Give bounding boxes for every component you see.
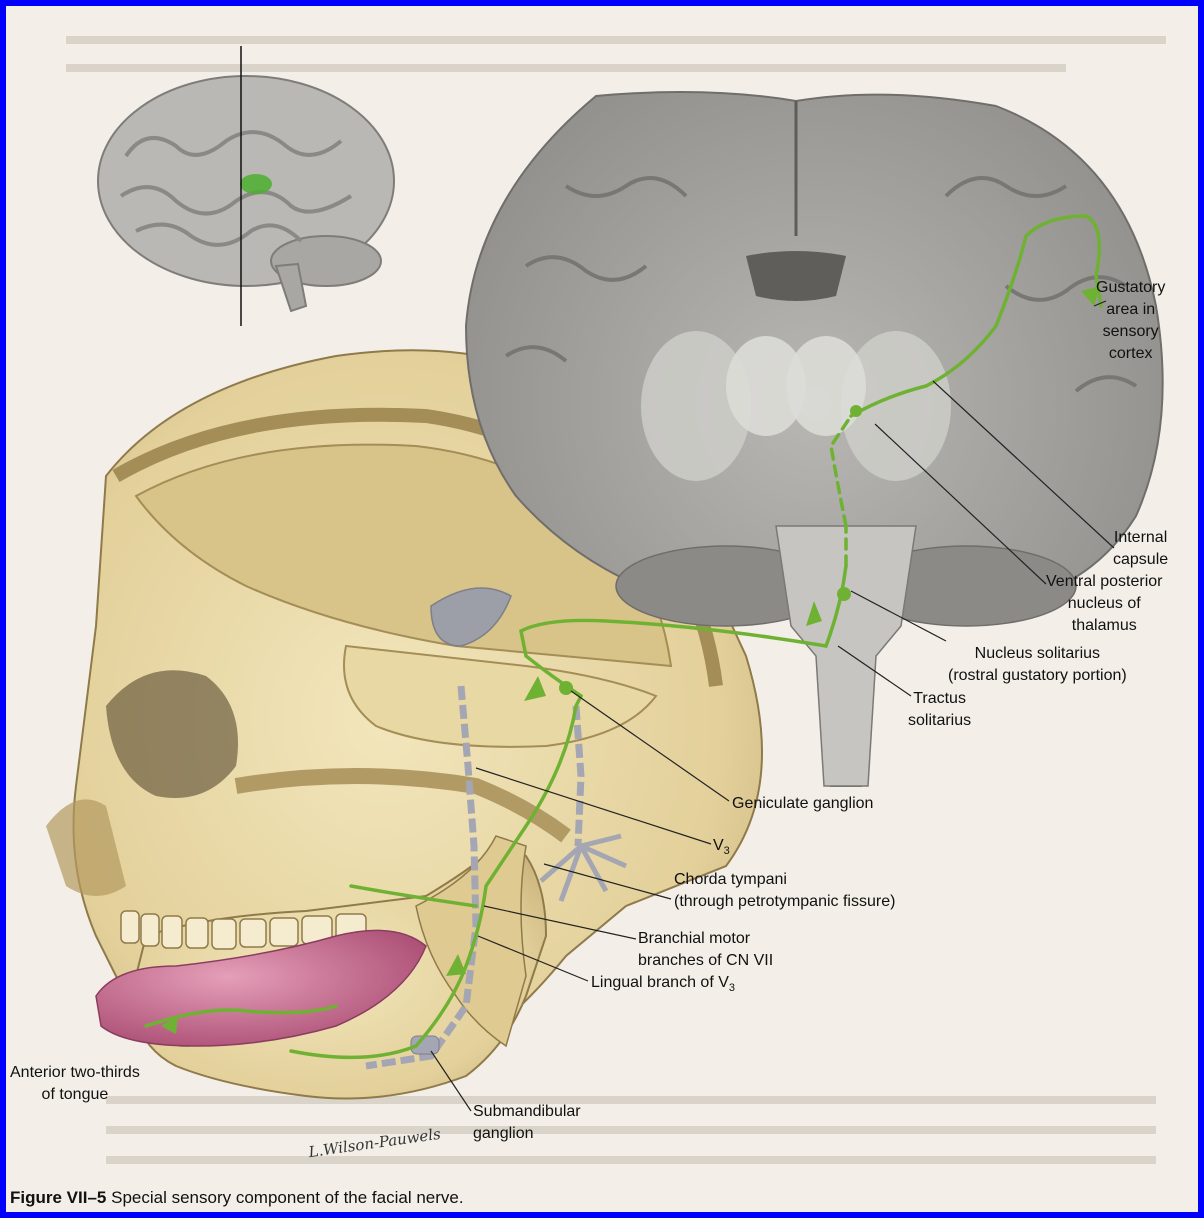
anterior-tongue-label: Anterior two-thirds of tongue xyxy=(10,1062,140,1106)
nucleus-solitarius-label: Nucleus solitarius (rostral gustatory po… xyxy=(948,643,1127,687)
tractus-solitarius-label: Tractus solitarius xyxy=(908,688,971,732)
gustatory-area-label: Gustatory area in sensory cortex xyxy=(1096,277,1165,365)
gustatory-line-1: Gustatory xyxy=(1096,277,1165,299)
branchial-line-1: Branchial motor xyxy=(638,928,773,950)
figure-page: Gustatory area in sensory cortex Interna… xyxy=(6,6,1198,1212)
v3-label: V3 xyxy=(713,835,730,862)
submandibular-line-2: ganglion xyxy=(473,1123,581,1145)
branchial-motor-label: Branchial motor branches of CN VII xyxy=(638,928,773,972)
internal-capsule-line-1: Internal xyxy=(1113,527,1168,549)
gustatory-highlight xyxy=(240,174,272,194)
submandibular-ganglion-label: Submandibular ganglion xyxy=(473,1101,581,1145)
internal-capsule-label: Internal capsule xyxy=(1113,527,1168,571)
lingual-subscript: 3 xyxy=(729,982,735,994)
vpn-line-2: nucleus of xyxy=(1046,593,1163,615)
tongue-line-1: Anterior two-thirds xyxy=(10,1062,140,1084)
chorda-line-2: (through petrotympanic fissure) xyxy=(674,891,895,913)
chorda-line-1: Chorda tympani xyxy=(674,869,895,891)
nucleus-solitarius-line-2: (rostral gustatory portion) xyxy=(948,665,1127,687)
gustatory-line-2: area in xyxy=(1096,299,1165,321)
ventral-posterior-nucleus-label: Ventral posterior nucleus of thalamus xyxy=(1046,571,1163,637)
figure-caption: Figure VII–5 Special sensory component o… xyxy=(10,1188,464,1208)
tongue-line-2: of tongue xyxy=(10,1084,140,1106)
vpn-line-3: thalamus xyxy=(1046,615,1163,637)
facial-nerve-illustration xyxy=(6,6,1198,1212)
v3-main: V xyxy=(713,837,724,854)
tractus-solitarius-line-2: solitarius xyxy=(908,710,971,732)
gustatory-line-4: cortex xyxy=(1096,343,1165,365)
geniculate-ganglion-label: Geniculate ganglion xyxy=(732,793,873,815)
v3-subscript: 3 xyxy=(724,845,730,857)
gustatory-line-3: sensory xyxy=(1096,321,1165,343)
tractus-solitarius-line-1: Tractus xyxy=(908,688,971,710)
internal-capsule-line-2: capsule xyxy=(1113,549,1168,571)
lingual-main: Lingual branch of V xyxy=(591,974,729,991)
lingual-branch-label: Lingual branch of V3 xyxy=(591,972,735,999)
nucleus-solitarius-line-1: Nucleus solitarius xyxy=(948,643,1127,665)
figure-caption-label: Figure VII–5 xyxy=(10,1188,106,1207)
branchial-line-2: branches of CN VII xyxy=(638,950,773,972)
brain-thumbnail xyxy=(98,46,394,326)
figure-caption-text: Special sensory component of the facial … xyxy=(111,1188,463,1207)
chorda-tympani-label: Chorda tympani (through petrotympanic fi… xyxy=(674,869,895,913)
submandibular-line-1: Submandibular xyxy=(473,1101,581,1123)
vpn-line-1: Ventral posterior xyxy=(1046,571,1163,593)
